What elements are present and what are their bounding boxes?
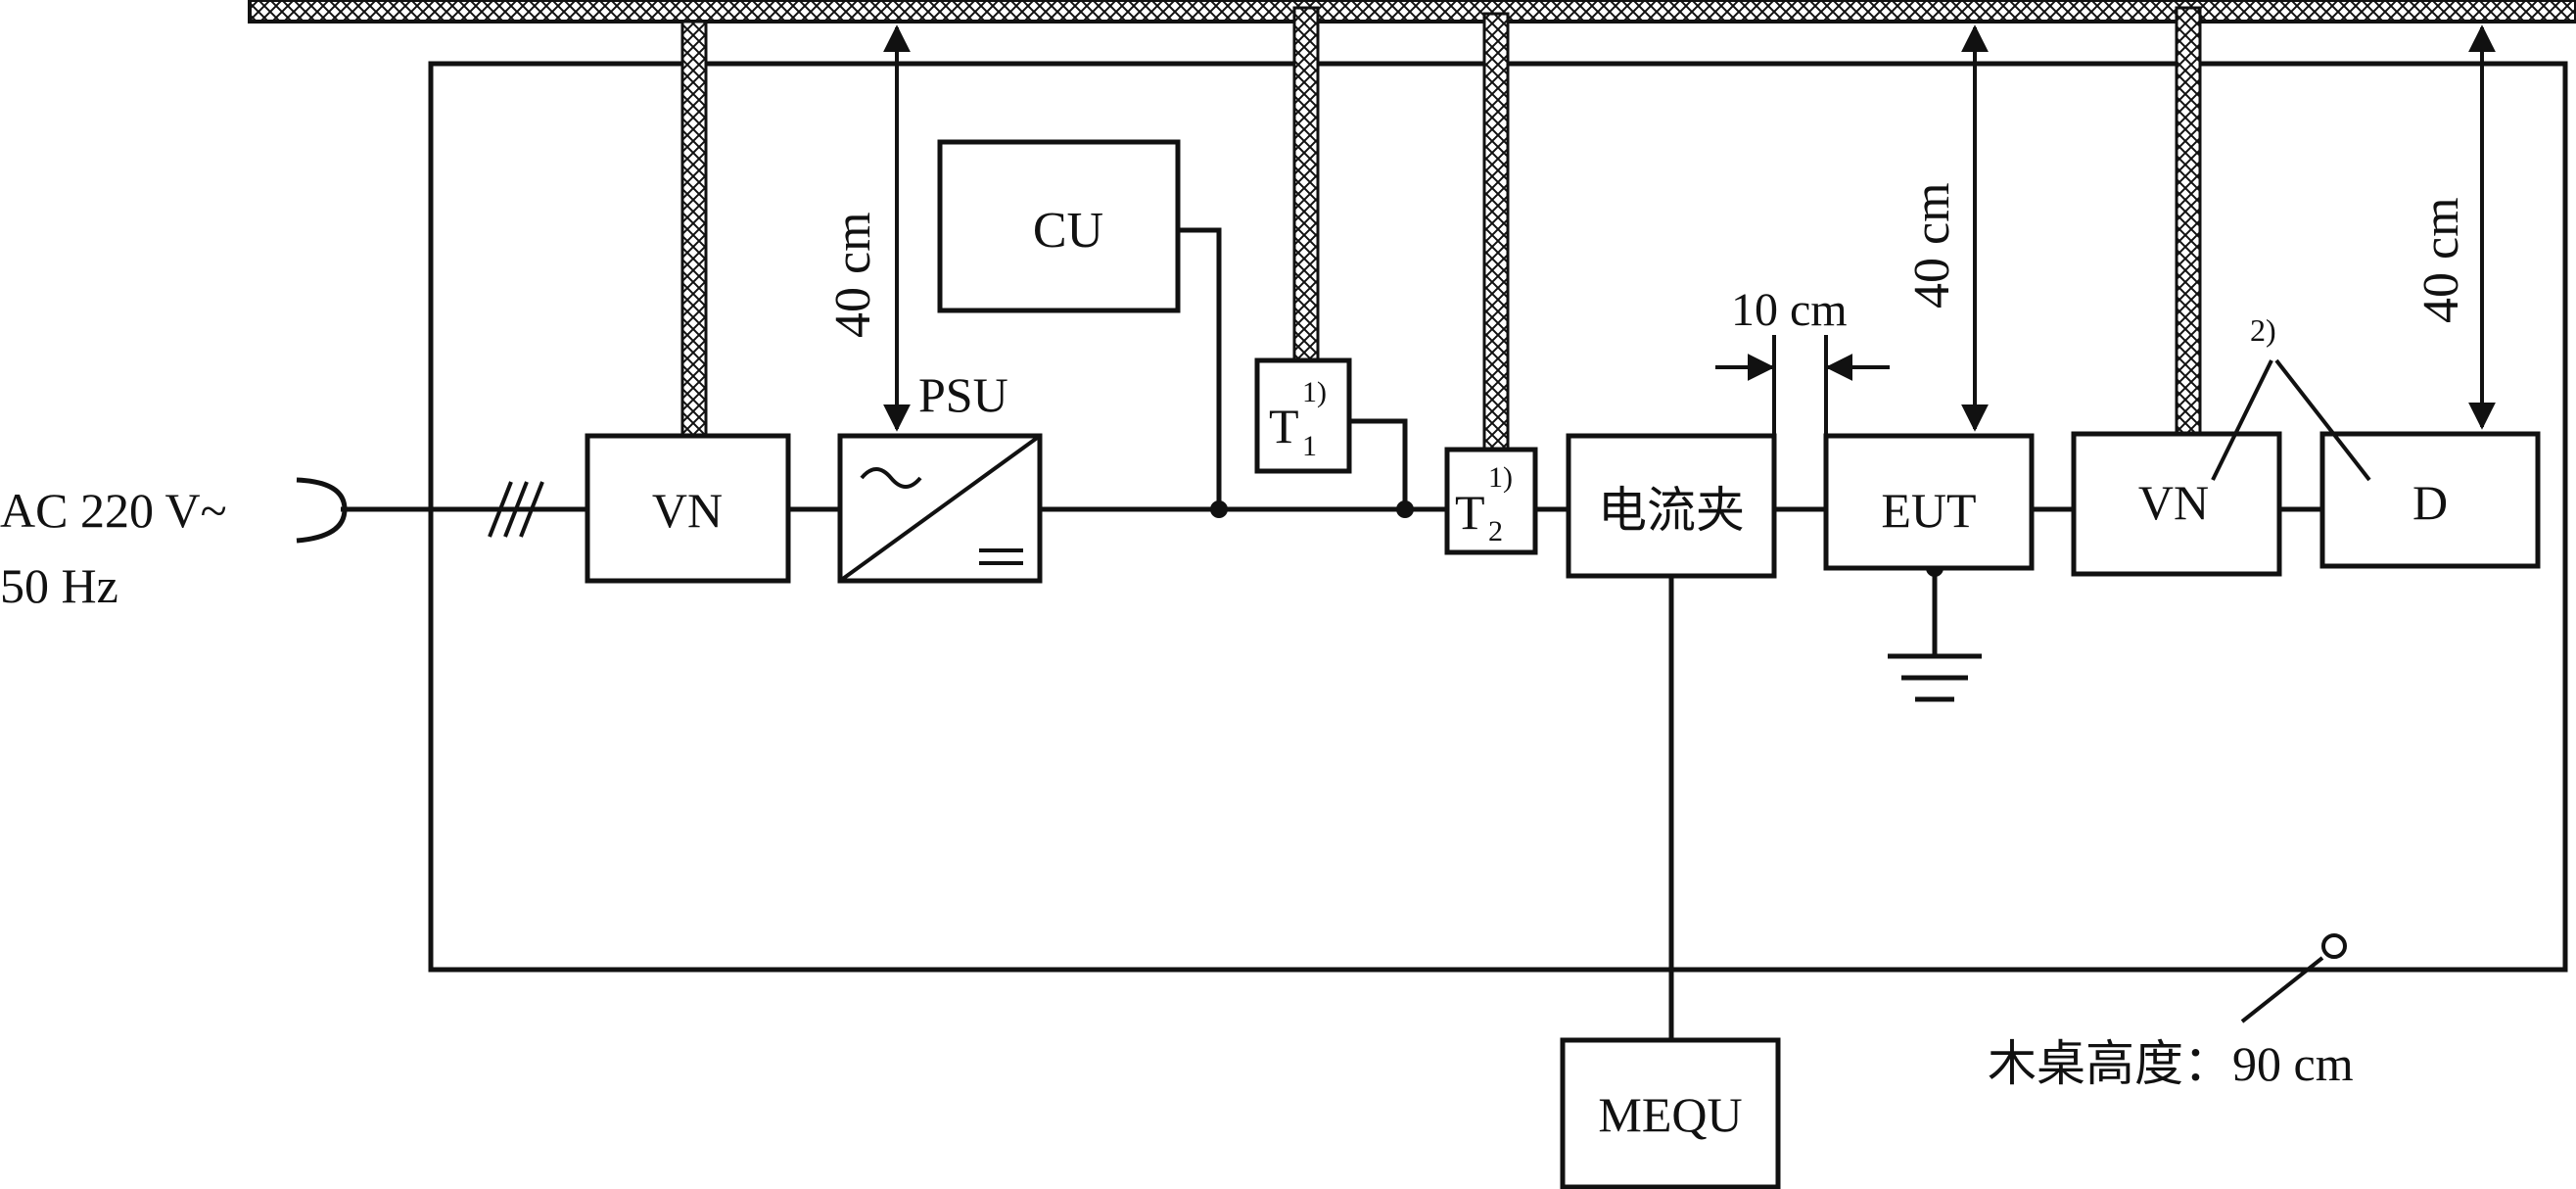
- mequ-label: MEQU: [1598, 1087, 1742, 1142]
- table-pointer: [2240, 956, 2324, 1023]
- t2-subscript: 2: [1488, 515, 1503, 547]
- cu-label: CU: [1033, 203, 1103, 259]
- strap-vn-right: [2175, 6, 2202, 436]
- cu-box: [937, 139, 1181, 313]
- strap-t2: [1482, 12, 1510, 452]
- note2-pointer-vn: [2211, 359, 2273, 481]
- vn-left-box: [585, 433, 791, 584]
- vn-left-label: VN: [652, 483, 723, 538]
- dim-eut-label: 40 cm: [1904, 182, 1960, 309]
- t2-base: T: [1455, 485, 1485, 540]
- vn-right-box: [2071, 431, 2282, 577]
- t1-label: T 1 1): [1269, 376, 1327, 462]
- mequ-box: [1560, 1037, 1781, 1189]
- strap-vn-left: [680, 20, 708, 438]
- d-label: D: [2412, 475, 2448, 530]
- dim-psu-label: 40 cm: [825, 212, 881, 338]
- t1-superscript: 1): [1302, 376, 1327, 408]
- t1-subscript: 1: [1302, 430, 1317, 462]
- table-pointer-dot: [2321, 933, 2347, 959]
- t2-label: T 2 1): [1455, 461, 1513, 547]
- ground-plane: [248, 0, 2576, 24]
- wire-t1: [1349, 418, 1408, 509]
- vn-right-label: VN: [2138, 475, 2209, 530]
- dim-gap-label: 10 cm: [1731, 284, 1848, 336]
- table-height-label: 木桌高度：90 cm: [1988, 1036, 2354, 1091]
- wire-cu: [1178, 227, 1222, 509]
- strap-t1: [1292, 6, 1320, 362]
- current-clamp-label: 电流夹: [1598, 483, 1745, 538]
- note2-label: 2): [2250, 312, 2276, 348]
- t1-box: [1254, 357, 1352, 474]
- junction-t1: [1396, 500, 1414, 518]
- supply-voltage-label: AC 220 V~: [0, 483, 227, 538]
- d-box: [2319, 431, 2541, 569]
- supply-frequency-label: 50 Hz: [0, 558, 118, 613]
- t1-base: T: [1269, 399, 1299, 453]
- eut-box: [1823, 433, 2035, 571]
- t2-superscript: 1): [1488, 461, 1513, 494]
- clamp-box: [1566, 433, 1777, 579]
- psu-label: PSU: [918, 367, 1008, 422]
- three-phase-mark-icon: [488, 481, 544, 538]
- eut-label: EUT: [1881, 483, 1976, 538]
- t2-box: [1444, 447, 1538, 555]
- note2-pointer-d: [2274, 358, 2371, 482]
- ac-dc-converter-icon: [838, 434, 1042, 583]
- junction-cu: [1210, 500, 1228, 518]
- dim-d-label: 40 cm: [2413, 197, 2469, 323]
- socket-icon: [296, 477, 348, 544]
